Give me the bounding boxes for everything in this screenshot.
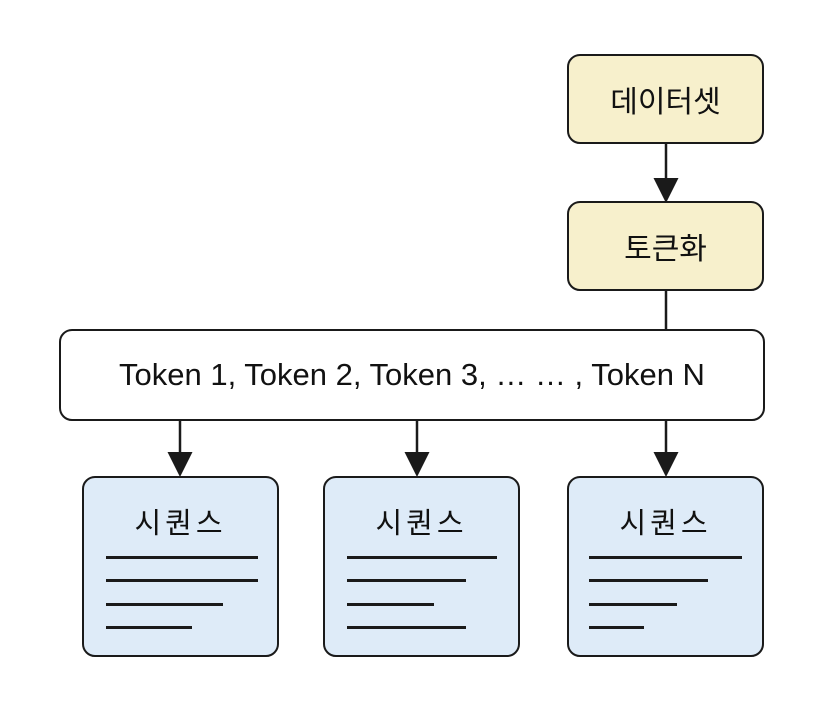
tokenize-label: 토큰화 <box>624 232 707 267</box>
sequence-label: 시퀀스 <box>375 506 468 540</box>
sequence-label: 시퀀스 <box>134 506 227 540</box>
sequence-text-line <box>589 626 644 629</box>
token-list-label: Token 1, Token 2, Token 3, … … , Token N <box>119 357 705 392</box>
tokenize-node: 토큰화 <box>567 201 764 291</box>
sequence-text-line <box>589 603 677 606</box>
sequence-label: 시퀀스 <box>619 506 712 540</box>
sequence-node-3: 시퀀스 <box>567 476 764 657</box>
dataset-label: 데이터셋 <box>610 85 721 120</box>
sequence-text-line <box>347 603 434 606</box>
sequence-text-line <box>347 556 497 559</box>
token-list-node: Token 1, Token 2, Token 3, … … , Token N <box>59 329 765 421</box>
sequence-text-line <box>589 556 742 559</box>
sequence-text-line <box>106 626 192 629</box>
dataset-node: 데이터셋 <box>567 54 764 144</box>
sequence-node-2: 시퀀스 <box>323 476 520 657</box>
sequence-text-line <box>106 603 223 606</box>
sequence-text-line <box>347 579 466 582</box>
sequence-text-line <box>106 579 258 582</box>
sequence-node-1: 시퀀스 <box>82 476 279 657</box>
sequence-text-line <box>589 579 708 582</box>
sequence-text-line <box>347 626 466 629</box>
sequence-text-line <box>106 556 258 559</box>
